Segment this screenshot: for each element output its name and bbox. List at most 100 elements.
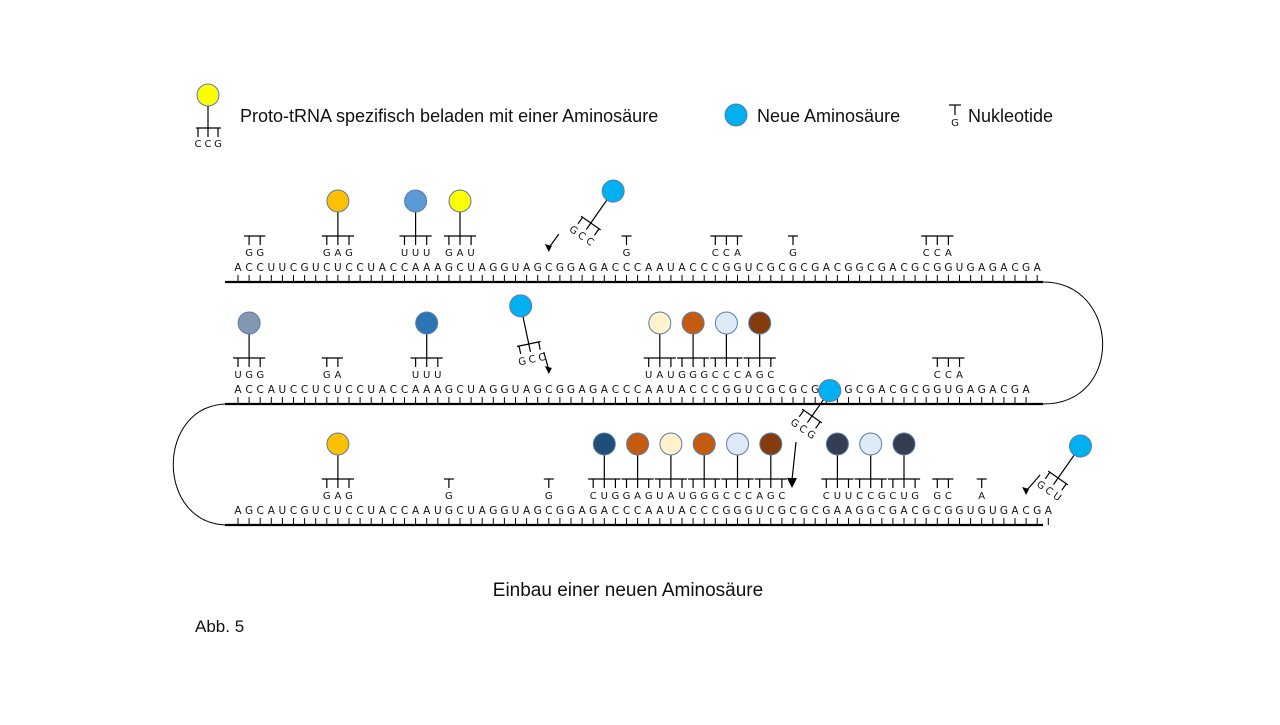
- nucleotide-base: C: [778, 262, 785, 274]
- anticodon-base: G: [645, 491, 653, 502]
- nucleotide-base: C: [911, 384, 918, 396]
- nucleotide-base: G: [301, 262, 309, 274]
- anticodon-base: C: [528, 354, 537, 366]
- nucleotide-base: G: [733, 262, 741, 274]
- anticodon-base: U: [900, 491, 907, 502]
- nucleotide-base: G: [445, 384, 453, 396]
- anticodon-base: C: [734, 491, 741, 502]
- anticodon-base: C: [712, 248, 719, 259]
- nucleotide-base: U: [667, 262, 675, 274]
- nucleotide-base: A: [834, 505, 842, 517]
- legend-nucleotide-label: Nukleotide: [968, 106, 1053, 126]
- nucleotide-base: C: [612, 262, 619, 274]
- nucleotide-base: G: [589, 384, 597, 396]
- paired-nucleotides: G: [543, 478, 554, 502]
- nucleotide-base: C: [290, 384, 297, 396]
- nucleotide-base: C: [789, 505, 796, 517]
- nucleotide-base: C: [612, 384, 619, 396]
- nucleotide-base: G: [567, 262, 575, 274]
- nucleotide-base: G: [989, 262, 997, 274]
- anticodon-base: C: [590, 491, 597, 502]
- nucleotide-base: C: [767, 505, 774, 517]
- anticodon-base: G: [700, 370, 708, 381]
- nucleotide-base: A: [234, 384, 242, 396]
- legend-new-amino-acid-icon: [724, 103, 748, 127]
- nucleotide-base: A: [234, 262, 242, 274]
- nucleotide-base: A: [379, 262, 387, 274]
- nucleotide-base: C: [634, 262, 641, 274]
- anticodon-base: U: [434, 370, 441, 381]
- nucleotide-base: A: [579, 505, 587, 517]
- incoming-trna: GCU: [1022, 434, 1092, 504]
- anticodon-base: C: [767, 370, 774, 381]
- anticodon-base: G: [545, 491, 553, 502]
- anticodon-base: C: [723, 248, 730, 259]
- nucleotide-base: C: [290, 505, 297, 517]
- nucleotide-base: C: [900, 262, 907, 274]
- nucleotide-base: A: [234, 505, 242, 517]
- nucleotide-base: C: [456, 262, 463, 274]
- nucleotide-base: C: [867, 262, 874, 274]
- nucleotide-base: G: [856, 505, 864, 517]
- anticodon-tick: [1053, 477, 1059, 485]
- nucleotide-base: A: [1034, 262, 1042, 274]
- incoming-trna-body: GCU: [1034, 434, 1092, 504]
- anticodon-base: A: [756, 491, 763, 502]
- amino-acid-icon: [237, 311, 261, 335]
- amino-acid-icon: [681, 311, 705, 335]
- nucleotide-base: G: [589, 505, 597, 517]
- nucleotide-base: G: [955, 505, 963, 517]
- nucleotide-base: G: [933, 384, 941, 396]
- anticodon-base: G: [689, 491, 697, 502]
- nucleotide-base: A: [656, 384, 664, 396]
- nucleotide-base: C: [290, 262, 297, 274]
- arrow-line: [791, 441, 797, 481]
- nucleotide-base: C: [1011, 262, 1018, 274]
- nucleotide-base: C: [701, 384, 708, 396]
- nucleotide-base: C: [345, 505, 352, 517]
- nucleotide-base: A: [678, 262, 686, 274]
- nucleotide-base: C: [1000, 384, 1007, 396]
- amino-acid-icon: [825, 432, 849, 456]
- nucleotide-base: G: [778, 505, 786, 517]
- nucleotide-base: G: [978, 505, 986, 517]
- nucleotide-base: C: [323, 262, 330, 274]
- nucleotide-base: U: [467, 505, 475, 517]
- nucleotide-base: G: [445, 262, 453, 274]
- nucleotide-base: A: [268, 505, 276, 517]
- nucleotide-base: G: [489, 384, 497, 396]
- amino-acid-icon: [859, 432, 883, 456]
- nucleotide-base: G: [733, 505, 741, 517]
- nucleotide-base: C: [401, 262, 408, 274]
- nucleotide-base: C: [623, 505, 630, 517]
- amino-acid-icon: [759, 432, 783, 456]
- anticodon-tick: [528, 343, 532, 352]
- anticodon-base: A: [978, 491, 985, 502]
- legend-anticodon-3: G: [214, 139, 222, 150]
- anticodon-tick: [537, 341, 541, 350]
- arrow-line: [1025, 474, 1041, 492]
- anticodon-base: C: [945, 491, 952, 502]
- amino-acid-icon: [659, 432, 683, 456]
- nucleotide-base: U: [367, 505, 375, 517]
- nucleotide-base: G: [800, 505, 808, 517]
- nucleotide-base: C: [257, 505, 264, 517]
- nucleotide-base: C: [800, 262, 807, 274]
- amino-acid-icon: [692, 432, 716, 456]
- nucleotide-base: G: [567, 384, 575, 396]
- nucleotide-base: U: [667, 384, 675, 396]
- anticodon-base: G: [700, 491, 708, 502]
- anticodon-base: C: [584, 236, 596, 249]
- nucleotide-base: C: [623, 262, 630, 274]
- nucleotide-base: C: [701, 262, 708, 274]
- nucleotide-base: G: [722, 505, 730, 517]
- nucleotide-base: C: [634, 505, 641, 517]
- nucleotide-base: G: [878, 262, 886, 274]
